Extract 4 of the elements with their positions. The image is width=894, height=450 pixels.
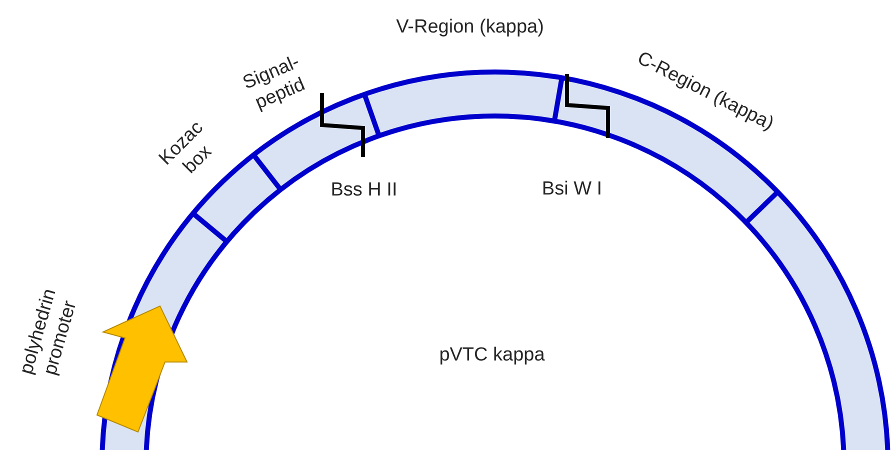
- region-label: V-Region (kappa): [396, 16, 544, 38]
- restriction-site-label: Bsi W I: [542, 178, 602, 200]
- restriction-site-label: Bss H II: [330, 180, 398, 201]
- plasmid-name: pVTC kappa: [439, 344, 545, 366]
